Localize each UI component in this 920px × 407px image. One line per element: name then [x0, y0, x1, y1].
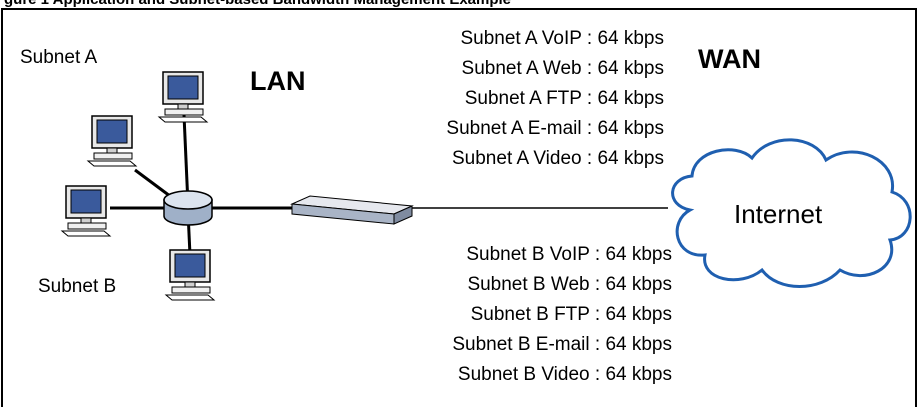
subnet-a-rate-voip: Subnet A VoIP : 64 kbps: [460, 28, 664, 49]
computer-icon: [61, 185, 111, 237]
subnet-a-rate-web: Subnet A Web : 64 kbps: [461, 58, 664, 79]
subnet-a-rate-email: Subnet A E-mail : 64 kbps: [446, 118, 664, 139]
subnet-b-rate-video: Subnet B Video : 64 kbps: [457, 364, 672, 385]
internet-label: Internet: [734, 199, 823, 229]
subnet-a-rate-video: Subnet A Video : 64 kbps: [452, 148, 664, 169]
wan-label: WAN: [698, 44, 761, 74]
figure-caption: gure 1 Application and Subnet-based Band…: [0, 0, 920, 8]
subnet-a-label: Subnet A: [20, 47, 98, 68]
router-icon: [290, 195, 414, 225]
subnet-b-rate-voip: Subnet B VoIP : 64 kbps: [466, 244, 672, 265]
subnet-b-rate-web: Subnet B Web : 64 kbps: [467, 274, 672, 295]
subnet-b-rate-ftp: Subnet B FTP : 64 kbps: [470, 304, 672, 325]
lan-label: LAN: [250, 66, 306, 96]
diagram-frame: [1, 8, 917, 407]
subnet-b-rate-email: Subnet B E-mail : 64 kbps: [452, 334, 672, 355]
computer-icon: [87, 115, 137, 167]
subnet-b-label: Subnet B: [38, 276, 117, 297]
internet-cloud-icon: [671, 138, 912, 288]
computer-icon: [158, 71, 208, 123]
computer-icon: [165, 249, 215, 301]
hub-icon: [163, 190, 213, 226]
figure-caption-text: gure 1 Application and Subnet-based Band…: [4, 0, 511, 8]
subnet-a-rate-ftp: Subnet A FTP : 64 kbps: [464, 88, 664, 109]
link-pc-top: [182, 114, 190, 206]
